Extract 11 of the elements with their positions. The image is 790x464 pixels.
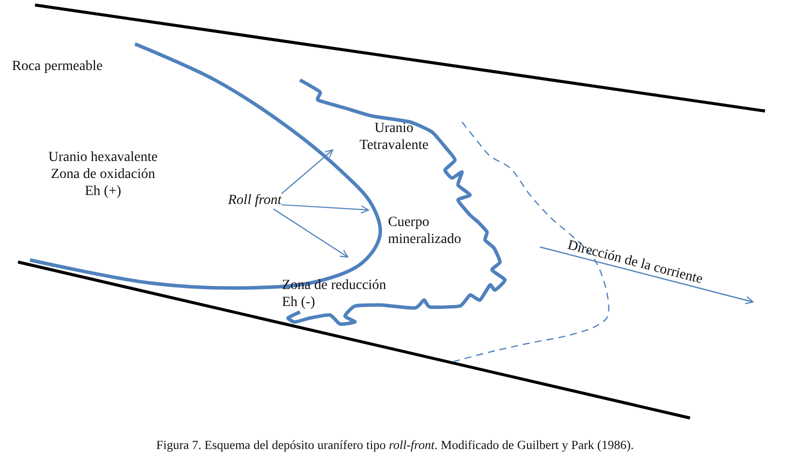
zone-label: Uranio hexavalente Zona de oxidación Eh (+) <box>47 149 159 200</box>
leader-line <box>282 204 369 214</box>
figure-caption: Figura 7. Esquema del depósito uranífero tipo roll-front. Modificado de Guilbert y Park (1986). <box>155 437 635 454</box>
callout-label: Roll front <box>228 192 282 209</box>
leader-line <box>273 208 348 258</box>
zone-label: Zona de reducción Eh (-) <box>282 277 388 311</box>
flow-direction-label: Dirección de la corriente <box>566 237 704 288</box>
zone-label: Cuerpo mineralizado <box>388 214 462 248</box>
zone-label: Roca permeable <box>12 58 103 75</box>
leader-line <box>281 149 334 194</box>
zone-label: Uranio Tetravalente <box>358 120 430 154</box>
